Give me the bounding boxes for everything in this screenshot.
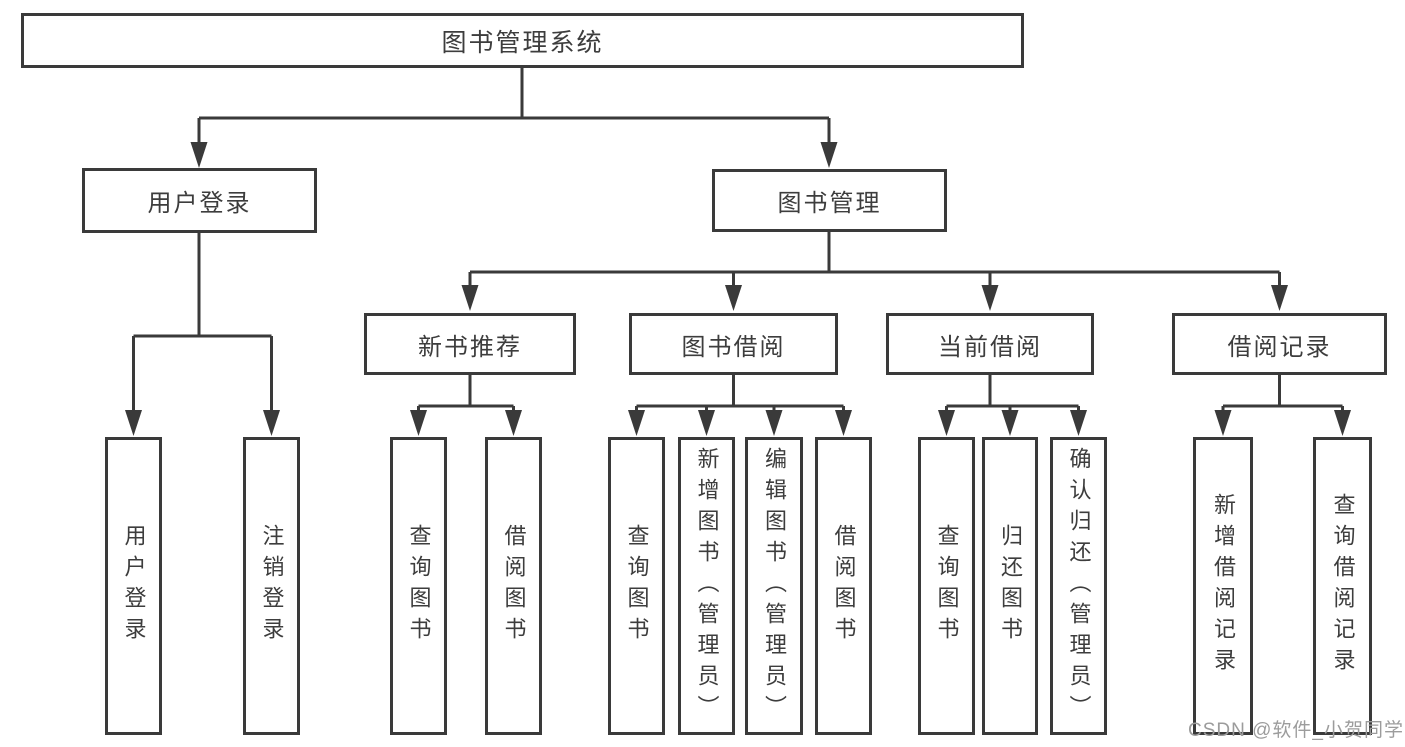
leaf-bb-borrow-books: 借阅图书 — [815, 437, 872, 735]
leaf-bb-query-books: 查询图书 — [608, 437, 665, 735]
arrowhead-book-mgmt — [820, 142, 838, 168]
arrowhead-cb-query — [938, 410, 955, 436]
node-book-mgmt: 图书管理 — [712, 169, 947, 232]
connector-user-login-children — [125, 233, 280, 436]
csdn-watermark: CSDN @软件_小贺同学 — [1188, 720, 1404, 741]
arrowhead-user-login — [190, 142, 208, 168]
arrowhead-cb-return — [1001, 410, 1019, 436]
leaf-nb-borrow-books: 借阅图书 — [485, 437, 542, 735]
connector-current-borrow-children — [938, 375, 1087, 436]
node-root: 图书管理系统 — [21, 13, 1024, 68]
connector-book-borrow-children — [628, 375, 852, 436]
arrowhead-bb-edit — [765, 410, 783, 436]
arrowhead-br-query — [1334, 410, 1351, 436]
arrowhead-cb-confirm — [1070, 410, 1087, 436]
arrowhead-borrow-record — [1271, 285, 1288, 311]
leaf-nb-query-books: 查询图书 — [390, 437, 447, 735]
leaf-bb-add-books-admin: 新增图书（管理员） — [678, 437, 735, 735]
leaf-bb-edit-books-admin: 编辑图书（管理员） — [745, 437, 803, 735]
arrowhead-nb-borrow — [505, 410, 522, 436]
node-borrow-record: 借阅记录 — [1172, 313, 1387, 375]
node-book-borrow: 图书借阅 — [629, 313, 838, 375]
leaf-cb-return-books: 归还图书 — [982, 437, 1038, 735]
arrowhead-bb-query — [628, 410, 645, 436]
leaf-cb-confirm-return-admin: 确认归还（管理员） — [1050, 437, 1107, 735]
arrowhead-nb-query — [410, 410, 427, 436]
arrowhead-new-book-rec — [461, 285, 479, 311]
leaf-br-add-record: 新增借阅记录 — [1193, 437, 1253, 735]
leaf-user-login: 用户登录 — [105, 437, 162, 735]
leaf-logout: 注销登录 — [243, 437, 300, 735]
arrowhead-current-borrow — [981, 285, 999, 311]
arrowhead-leaf-user-login — [125, 410, 142, 436]
leaf-cb-query-books: 查询图书 — [918, 437, 975, 735]
arrowhead-book-borrow — [725, 285, 742, 311]
node-current-borrow: 当前借阅 — [886, 313, 1094, 375]
connector-borrow-record-children — [1214, 375, 1351, 436]
connector-book-mgmt-children — [461, 232, 1288, 311]
node-user-login: 用户登录 — [82, 168, 317, 233]
connector-root-to-level2 — [190, 68, 838, 168]
arrowhead-bb-borrow — [835, 410, 852, 436]
node-new-book-rec: 新书推荐 — [364, 313, 576, 375]
arrowhead-bb-add — [698, 410, 715, 436]
connector-new-book-rec-children — [410, 375, 522, 436]
leaf-br-query-record: 查询借阅记录 — [1313, 437, 1372, 735]
arrowhead-leaf-logout — [263, 410, 280, 436]
arrowhead-br-add — [1214, 410, 1232, 436]
